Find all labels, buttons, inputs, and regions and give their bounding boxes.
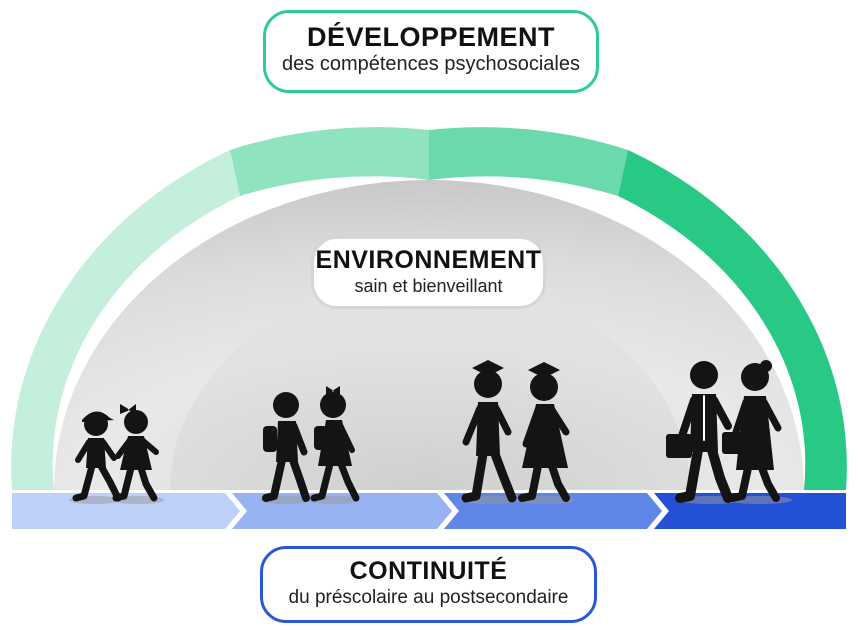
- continuity-label-box: CONTINUITÉ du préscolaire au postseconda…: [260, 546, 597, 623]
- development-title: DÉVELOPPEMENT: [306, 22, 556, 52]
- development-subtitle: des compétences psychosociales: [282, 53, 580, 75]
- arc-segment-2: [230, 127, 429, 196]
- continuity-subtitle: du préscolaire au postsecondaire: [288, 587, 569, 608]
- arc-segment-1: [11, 150, 241, 490]
- arc-segment-3: [429, 127, 628, 196]
- environment-label-box: ENVIRONNEMENT sain et bienveillant: [311, 236, 546, 309]
- businessman-with-briefcase-icon: [666, 361, 733, 503]
- environment-title: ENVIRONNEMENT: [315, 246, 542, 274]
- development-label-box: DÉVELOPPEMENT des compétences psychosoci…: [263, 10, 599, 93]
- girl-with-backpack-icon: [310, 386, 360, 502]
- boy-with-backpack-icon: [262, 392, 310, 502]
- graduate-woman-icon: [518, 362, 570, 502]
- businesswoman-with-briefcase-icon: [722, 360, 782, 502]
- development-arc: [11, 127, 847, 490]
- arrow-segment-1: [12, 493, 240, 529]
- arc-segment-4: [618, 150, 847, 490]
- continuity-title: CONTINUITÉ: [349, 557, 508, 585]
- boy-with-cap-icon: [72, 411, 122, 502]
- environment-subtitle: sain et bienveillant: [354, 276, 503, 296]
- girl-with-bow-icon: [112, 404, 159, 502]
- graduate-man-icon: [461, 360, 517, 503]
